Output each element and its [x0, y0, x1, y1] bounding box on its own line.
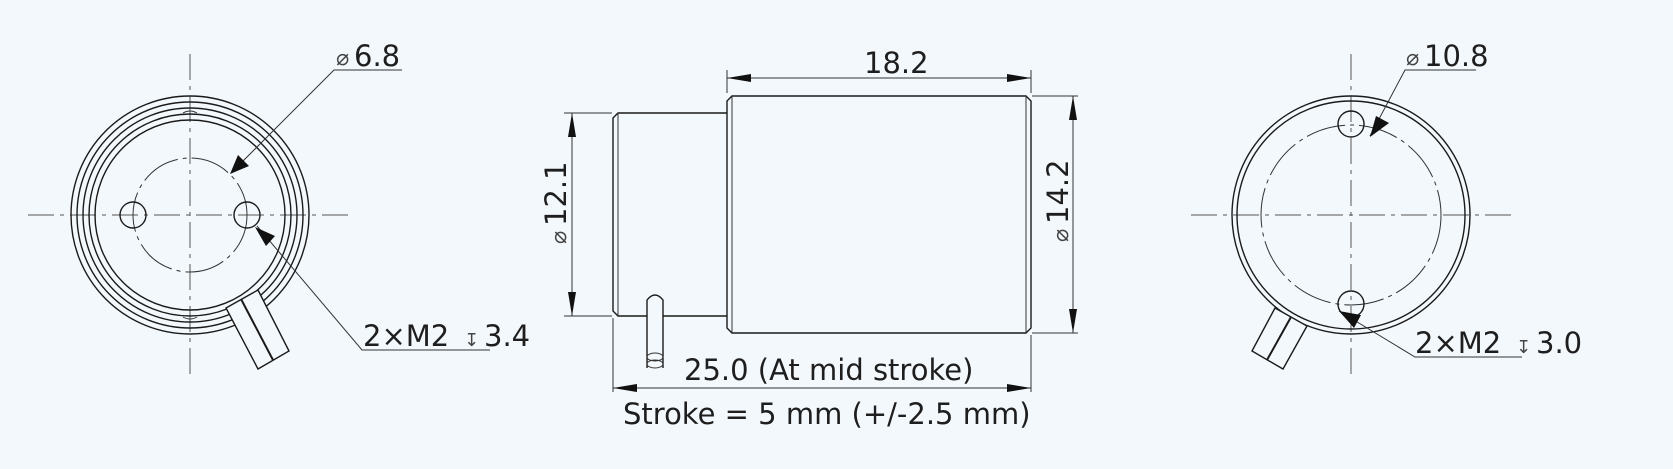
dimension-arrow [1007, 74, 1031, 82]
thread-depth: 3.4 [484, 319, 530, 353]
bolt-circle [1260, 124, 1442, 306]
front-diameter-dimension: 12.1 [539, 161, 573, 226]
thread-hole [233, 201, 261, 229]
bolt-circle [132, 157, 248, 273]
right-end-view: ⌀ 10.8 2×M2 ↧ 3.0 [1191, 39, 1582, 376]
bolt-circle-dimension: 10.8 [1424, 39, 1489, 73]
leader-bolt-circle [231, 69, 402, 173]
dimension-arrow [1069, 309, 1077, 333]
thread-depth: 3.0 [1536, 326, 1582, 360]
leader-bolt-circle [1369, 69, 1476, 137]
left-end-view: ⌀ 6.8 2×M2 ↧ 3.4 [28, 39, 530, 376]
bolt-circle-dimension: 6.8 [354, 39, 400, 73]
overall-length-dimension: 25.0 (At mid stroke) [684, 353, 973, 387]
pin [646, 294, 664, 368]
inner-ring [94, 119, 286, 311]
diameter-symbol: ⌀ [1406, 46, 1419, 71]
leader-arrow [1370, 116, 1389, 137]
ring-2 [76, 101, 304, 329]
dimension-arrow [568, 113, 576, 137]
leader-arrow [255, 227, 275, 246]
diameter-symbol: ⌀ [547, 231, 572, 244]
front-cylinder [612, 112, 727, 317]
body-length-dimension: 18.2 [864, 46, 929, 80]
diameter-symbol: ⌀ [336, 46, 349, 71]
ring-3 [82, 107, 298, 323]
side-view: 18.2 ⌀ 12.1 ⌀ 14.2 25.0 (At mid stroke) … [539, 46, 1078, 431]
thread-spec: 2×M2 [363, 319, 449, 353]
leader-thread [1338, 310, 1522, 358]
leader-thread [256, 225, 490, 351]
thread-spec: 2×M2 [1415, 326, 1501, 360]
outer-ring [1231, 95, 1471, 335]
diameter-symbol: ⌀ [1049, 229, 1074, 242]
inner-ring [1236, 100, 1466, 330]
main-body [726, 95, 1032, 334]
depth-symbol: ↧ [1516, 337, 1531, 358]
dimension-arrow [568, 292, 576, 316]
cable-tab-divider [1266, 316, 1292, 361]
leader-arrow [230, 155, 249, 174]
pin-end [646, 352, 664, 362]
leader-arrow [1339, 311, 1361, 328]
depth-symbol: ↧ [464, 330, 479, 351]
dimension-arrow [1007, 384, 1031, 392]
cable-tab-divider [240, 298, 274, 361]
dimension-arrow [1069, 96, 1077, 120]
notch-top [182, 110, 198, 114]
notch-bottom [182, 316, 198, 320]
thread-hole [1337, 110, 1365, 138]
pin-end [646, 359, 664, 369]
ring-4 [88, 113, 292, 317]
stroke-note: Stroke = 5 mm (+/-2.5 mm) [623, 397, 1031, 431]
dimension-arrow [727, 74, 751, 82]
outer-ring [70, 95, 310, 335]
body-diameter-dimension: 14.2 [1041, 159, 1075, 224]
thread-hole [119, 201, 147, 229]
dimension-arrow [613, 384, 637, 392]
